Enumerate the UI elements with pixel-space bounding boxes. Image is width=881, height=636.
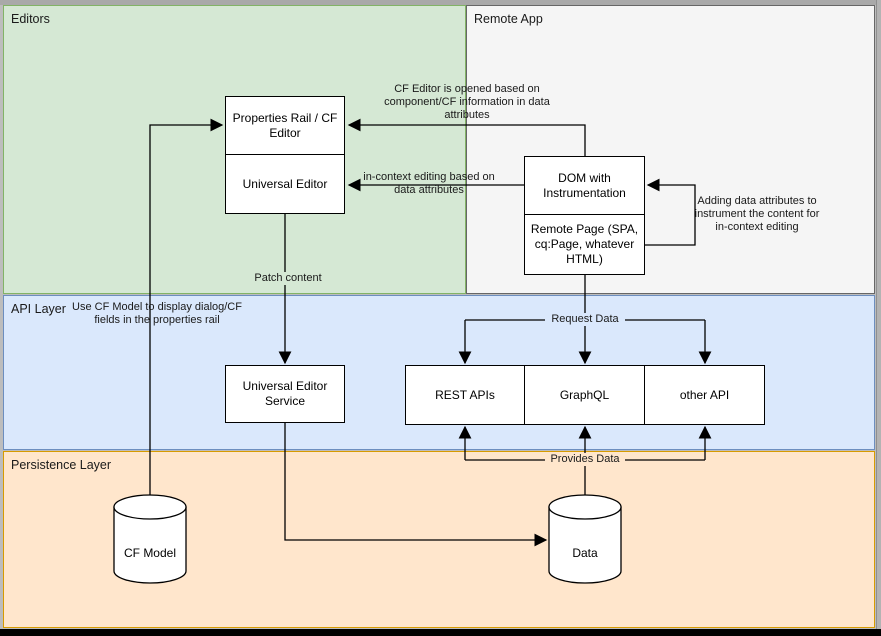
window-right-strip	[876, 0, 881, 630]
label-adding-data-attributes: Adding data attributes to instrument the…	[694, 195, 820, 233]
region-persistence-layer: Persistence Layer	[3, 451, 875, 628]
label-provides-data: Provides Data	[545, 453, 625, 466]
region-persistence-layer-label: Persistence Layer	[11, 458, 112, 472]
node-dom-with-instrumentation: DOM with Instrumentation	[524, 156, 645, 215]
cf-model-label: CF Model	[123, 546, 176, 560]
node-properties-rail-cf-editor: Properties Rail / CF Editor	[225, 96, 345, 155]
node-universal-editor-service: Universal Editor Service	[225, 365, 345, 423]
data-label: Data	[572, 546, 598, 560]
region-remote-app-label: Remote App	[474, 12, 543, 26]
label-use-cf-model: Use CF Model to display dialog/CF fields…	[72, 301, 242, 326]
region-editors-label: Editors	[11, 12, 50, 26]
region-api-layer-label: API Layer	[11, 302, 66, 316]
window-top-strip	[0, 0, 881, 5]
label-cf-editor-opened: CF Editor is opened based on component/C…	[384, 83, 550, 121]
label-request-data: Request Data	[545, 313, 625, 326]
node-graphql: GraphQL	[524, 365, 645, 425]
node-remote-page: Remote Page (SPA, cq:Page, whatever HTML…	[524, 214, 645, 275]
node-universal-editor: Universal Editor	[225, 154, 345, 214]
label-patch-content: Patch content	[250, 272, 326, 285]
label-in-context-editing: in-context editing based on data attribu…	[363, 171, 495, 196]
window-bottom-bar	[0, 629, 881, 636]
node-other-api: other API	[644, 365, 765, 425]
node-rest-apis: REST APIs	[405, 365, 525, 425]
